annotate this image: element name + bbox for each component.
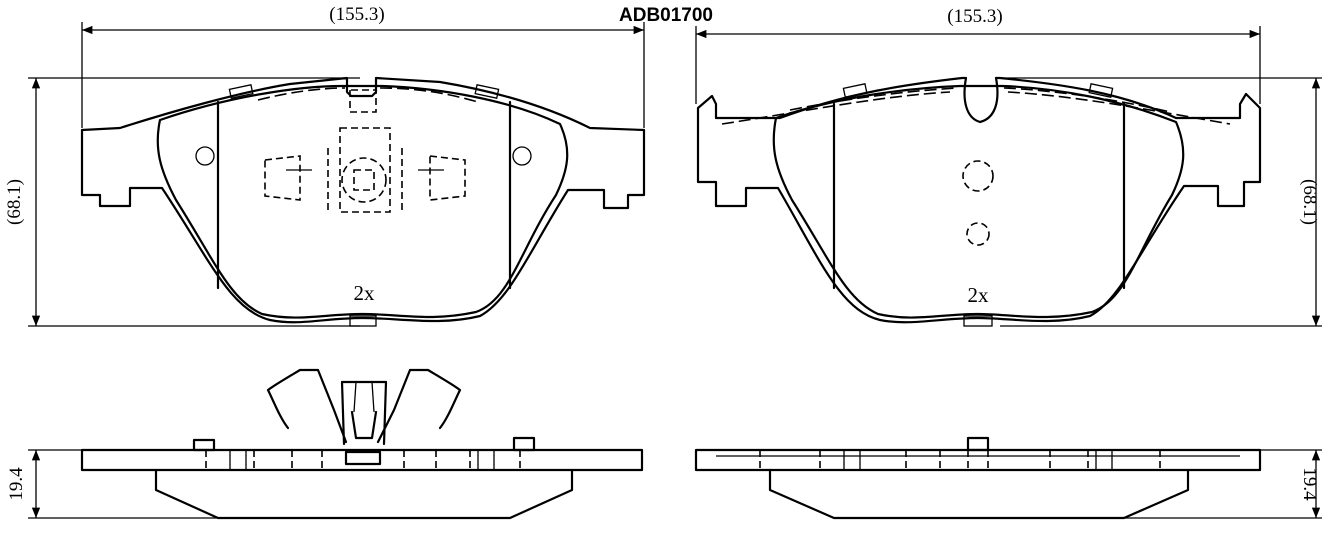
right-friction-material-outline: [772, 84, 1185, 319]
right-side-backing-plate: [694, 448, 1262, 472]
left-thickness-dimension-label: 19.4: [6, 467, 27, 501]
left-side-backing-plate: [80, 448, 644, 472]
left-pad-quantity: 2x: [354, 281, 376, 305]
right-thickness-dimension-label: 19.4: [1299, 467, 1320, 501]
right-pad-front-view: (155.3) (68.1) 2x: [695, 6, 1322, 327]
left-side-friction-block: [154, 468, 574, 520]
left-backing-plate-outline: [80, 76, 646, 324]
left-pad-side-view: 19.4: [6, 368, 644, 520]
left-height-dimension-label: (68.1): [4, 179, 25, 225]
left-spring-clip: [266, 368, 462, 446]
right-pad-side-view: 19.4: [694, 436, 1322, 520]
right-backing-plate-outline: [696, 76, 1262, 324]
part-number-title: ADB01700: [619, 5, 713, 26]
right-side-friction-block: [768, 468, 1190, 520]
right-pad-quantity: 2x: [968, 283, 990, 307]
right-width-dimension-label: (155.3): [947, 6, 1002, 27]
left-width-dimension-label: (155.3): [329, 4, 384, 25]
left-pad-front-view: (155.3) (68.1) 2x: [4, 4, 646, 327]
right-height-dimension-label: (68.1): [1299, 179, 1320, 225]
left-friction-material-outline: [156, 84, 569, 319]
